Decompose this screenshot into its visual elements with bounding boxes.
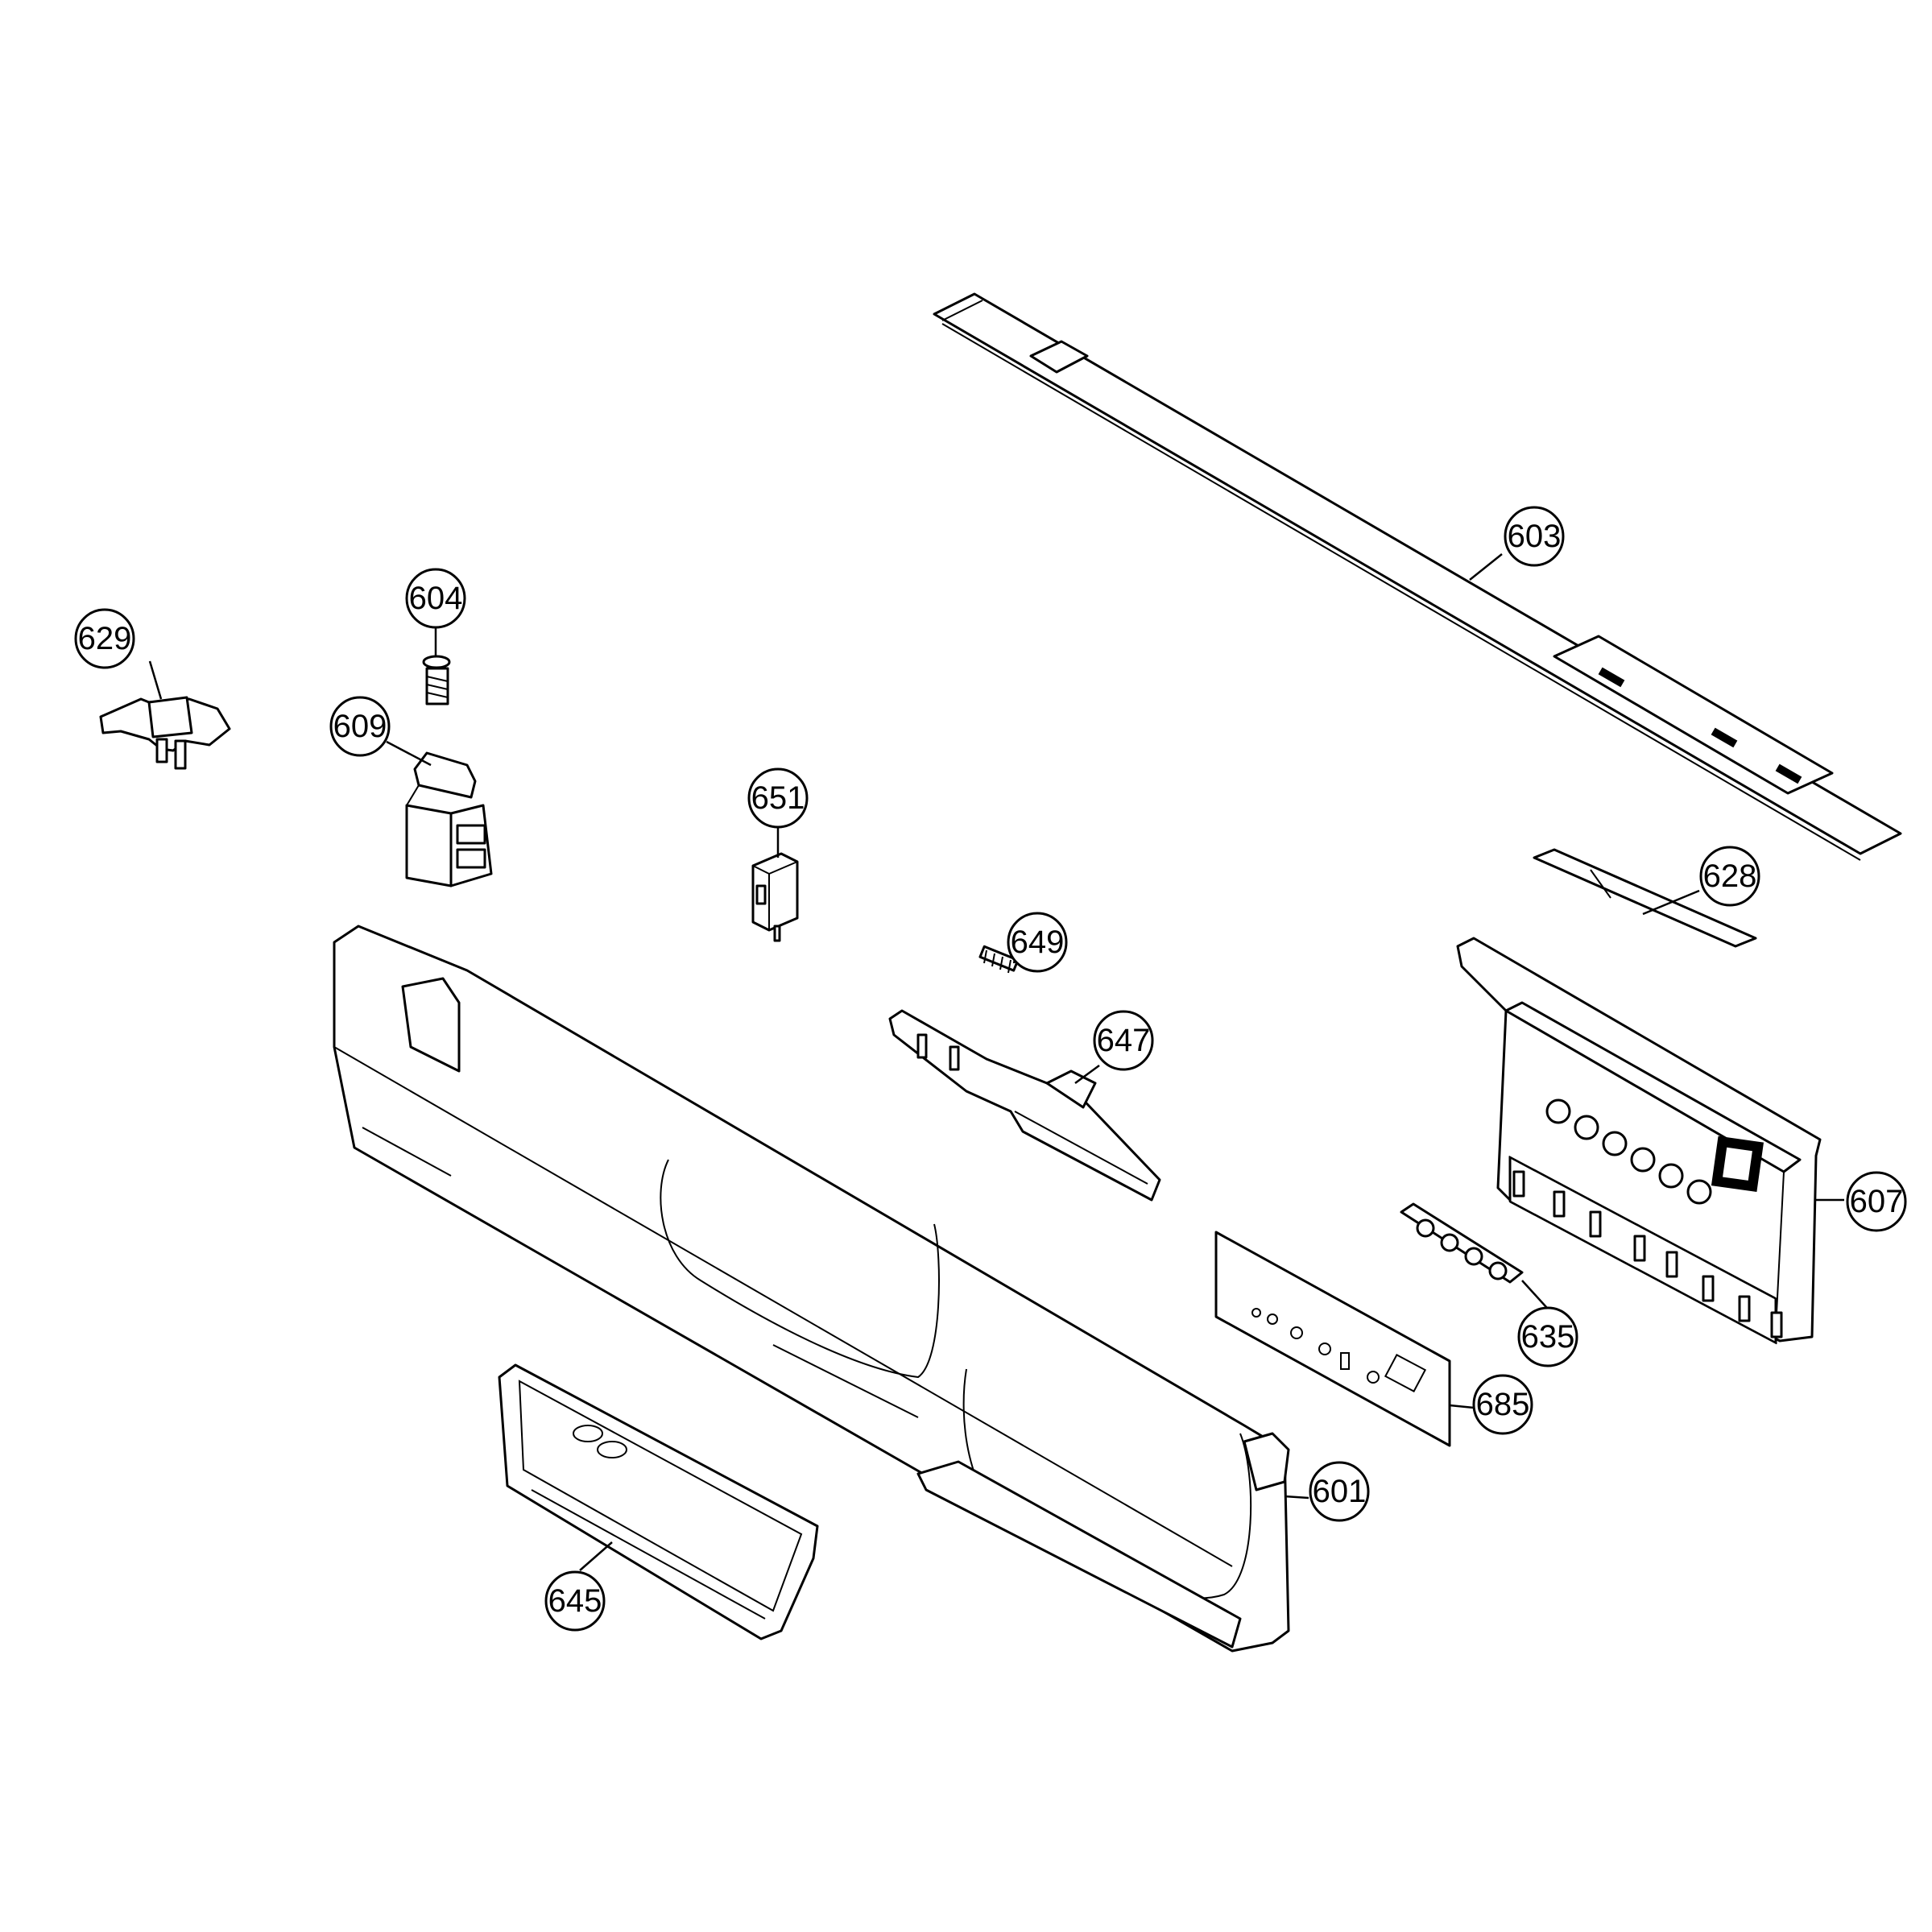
part-601-control-panel-housing: [333, 925, 1290, 1653]
callout-685-label: 685: [1476, 1387, 1530, 1422]
callout-649: 649: [1007, 912, 1068, 973]
part-647-button-holder: [888, 1009, 1161, 1202]
callout-601: 601: [1309, 1461, 1370, 1522]
callout-603: 603: [1504, 506, 1565, 567]
callout-685: 685: [1472, 1374, 1533, 1435]
control-board-knobs: [1545, 1098, 1712, 1205]
callout-601-label: 601: [1313, 1474, 1367, 1509]
callout-635-label: 635: [1521, 1319, 1575, 1355]
callout-604-label: 604: [409, 581, 463, 616]
part-629-switch-bracket: [99, 696, 231, 770]
callout-629-label: 629: [78, 621, 132, 656]
callout-607-label: 607: [1850, 1184, 1904, 1219]
callout-609-label: 609: [333, 709, 387, 744]
part-649-small-spring: [978, 945, 1020, 974]
part-635-button-strip: [1400, 1202, 1524, 1284]
part-607-electronic-control-board: [1456, 937, 1822, 1345]
callout-645: 645: [544, 1570, 606, 1632]
callout-647-label: 647: [1097, 1023, 1151, 1058]
callout-604: 604: [405, 568, 466, 629]
callout-651-label: 651: [751, 780, 805, 816]
part-628-label-strip: [1533, 848, 1757, 948]
part-609-door-switch: [405, 751, 493, 887]
part-685-overlay-panel: [1214, 1231, 1451, 1447]
part-604-spring: [422, 655, 451, 705]
callout-651: 651: [747, 767, 809, 829]
leader-lines: [148, 553, 1844, 1571]
control-board-connectors: [1512, 1170, 1783, 1338]
callout-645-label: 645: [548, 1583, 602, 1619]
callout-635: 635: [1517, 1306, 1578, 1367]
callout-628-label: 628: [1703, 858, 1757, 894]
callout-628: 628: [1699, 846, 1760, 907]
part-651-sensor-module: [751, 852, 799, 942]
callout-607: 607: [1846, 1171, 1907, 1232]
callout-629: 629: [74, 608, 135, 669]
part-603-control-panel-trim: [933, 292, 1902, 861]
part-645-tray: [498, 1363, 819, 1640]
callout-603-label: 603: [1508, 519, 1562, 554]
callout-647: 647: [1093, 1010, 1154, 1071]
callout-649-label: 649: [1011, 925, 1065, 960]
callout-609: 609: [329, 696, 391, 757]
